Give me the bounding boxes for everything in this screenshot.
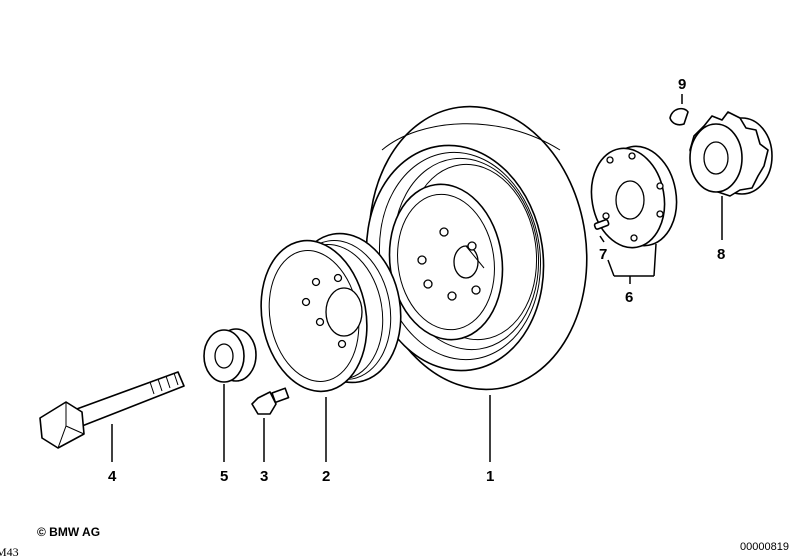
callout-9: 9 <box>678 76 686 93</box>
part-2-belt-pulley <box>260 232 402 393</box>
part-9-key <box>669 107 689 126</box>
part-4-central-bolt <box>39 371 185 449</box>
part-5-spacer <box>203 328 257 383</box>
part-3-bolt <box>251 387 290 415</box>
copyright-notice: © BMW AG <box>37 525 101 539</box>
callout-2: 2 <box>322 468 330 485</box>
part-6-hub <box>590 145 678 249</box>
part-7-key <box>593 218 610 230</box>
leader-lines <box>111 94 723 462</box>
callout-3: 3 <box>260 468 268 485</box>
callout-8: 8 <box>717 246 725 263</box>
edge-code: M43 <box>0 545 19 559</box>
callout-7: 7 <box>599 246 607 263</box>
callout-1: 1 <box>486 468 494 485</box>
callout-6: 6 <box>625 289 633 306</box>
part-8-sprocket <box>689 111 773 197</box>
callout-5: 5 <box>220 468 228 485</box>
part-1-vibration-damper <box>365 105 588 391</box>
document-number: 00000819 <box>740 541 789 553</box>
callout-4: 4 <box>108 468 117 485</box>
